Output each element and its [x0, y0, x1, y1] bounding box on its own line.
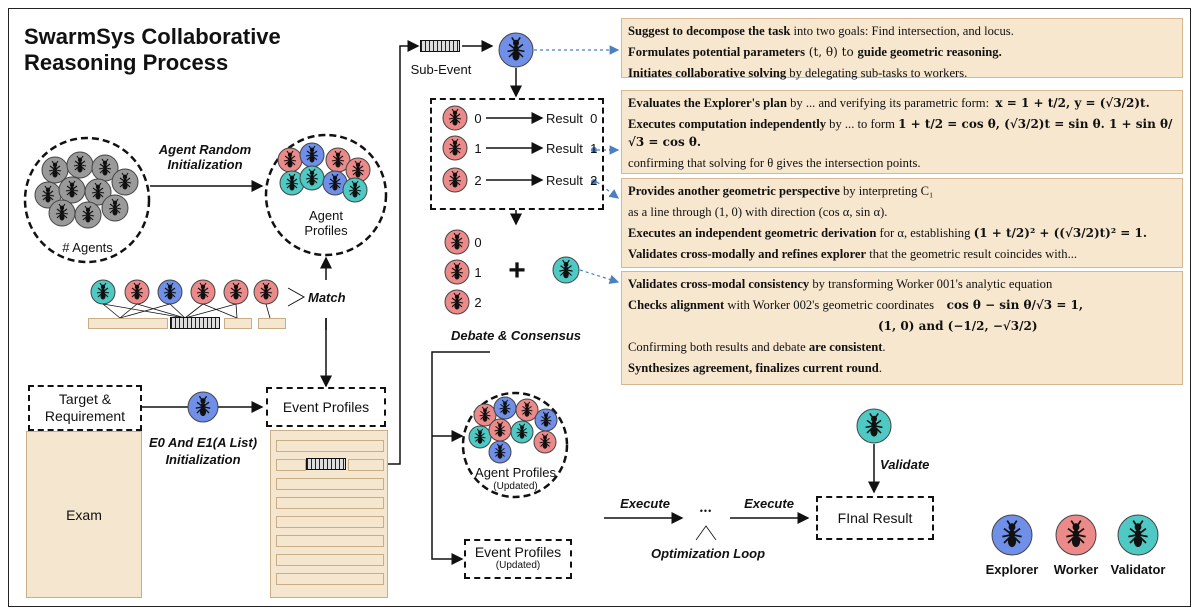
worker-id: 0	[474, 111, 482, 126]
debate-id: 1	[474, 265, 482, 280]
colored-agents-top	[277, 142, 371, 203]
exam-label: Exam	[66, 506, 102, 523]
event-row	[276, 535, 384, 547]
match-lines	[102, 303, 271, 319]
validate-label: Validate	[880, 457, 930, 472]
worker-id: 2	[474, 173, 482, 188]
optimization-loop-label: Optimization Loop	[650, 546, 766, 561]
worker-results-box	[430, 98, 604, 210]
match-slot	[258, 318, 286, 329]
event-profiles-box: Event Profiles	[266, 387, 386, 427]
debate-id: 0	[474, 235, 482, 250]
execute-label-2: Execute	[744, 496, 794, 511]
match-event-bar	[170, 317, 220, 329]
figure-title: SwarmSys Collaborative Reasoning Process	[24, 24, 281, 75]
event-row	[348, 459, 384, 471]
target-requirement-box: Target &Requirement	[28, 385, 142, 431]
final-result-box: FInal Result	[816, 496, 934, 540]
event-bar	[306, 458, 346, 470]
exam-panel: Exam	[26, 431, 142, 598]
event-row	[276, 497, 384, 509]
worker1-panel: Evaluates the Explorer's plan by ... and…	[621, 90, 1183, 174]
sub-event-label: Sub-Event	[410, 62, 472, 77]
legend-validator-label: Validator	[1110, 562, 1166, 577]
result-label: Result 2	[546, 173, 598, 188]
debate-consensus-label: Debate & Consensus	[450, 328, 582, 343]
validator-panel: Validates cross-modal consistency by tra…	[621, 271, 1183, 385]
legend-worker-label: Worker	[1053, 562, 1099, 577]
event-row	[276, 573, 384, 585]
event-row	[276, 459, 306, 471]
event-profiles-updated-box: Event Profiles(Updated)	[464, 539, 572, 579]
agents-label: # Agents	[62, 240, 113, 255]
match-slot	[88, 318, 168, 329]
event-row	[276, 554, 384, 566]
worker-id: 1	[474, 141, 482, 156]
gray-agents	[34, 151, 139, 229]
figure-frame	[8, 8, 1191, 607]
colored-agents-updated	[468, 396, 558, 464]
result-label: Result 1	[546, 141, 598, 156]
match-label: Match	[308, 290, 346, 305]
debate-id: 2	[474, 295, 482, 310]
loop-dots: •••	[699, 506, 713, 516]
legend-explorer-label: Explorer	[985, 562, 1039, 577]
match-slot	[224, 318, 252, 329]
worker2-panel: Provides another geometric perspective b…	[621, 178, 1183, 268]
execute-label-1: Execute	[620, 496, 670, 511]
explorer-panel: Suggest to decompose the task into two g…	[621, 18, 1183, 80]
e0-init-label: E0 And E1(A List)Initialization	[148, 435, 258, 467]
event-row	[276, 478, 384, 490]
event-row	[276, 516, 384, 528]
event-row	[276, 440, 384, 452]
sub-event-bar	[420, 40, 460, 52]
plus-sign: +	[508, 254, 526, 287]
agent-profiles-updated-label: Agent Profiles (Updated)	[475, 465, 556, 493]
result-label: Result 0	[546, 111, 598, 126]
match-agents	[90, 279, 279, 305]
